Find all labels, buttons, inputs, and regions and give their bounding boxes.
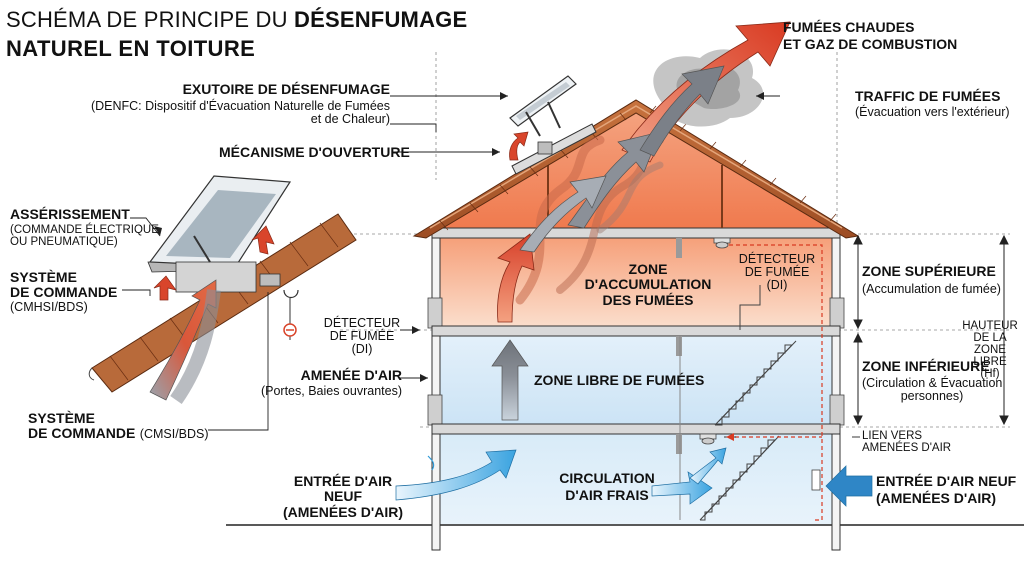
inset-roof-window	[88, 175, 357, 405]
label-entree-air-right: ENTRÉE D'AIR NEUF (AMENÉES D'AIR)	[876, 474, 1016, 505]
traffic-desc: (Évacuation vers l'extérieur)	[855, 104, 1010, 119]
floor-1	[431, 325, 841, 337]
systeme1-desc: (CMHSI/BDS)	[10, 300, 88, 315]
zone-sup-title: ZONE SUPÉRIEURE	[862, 263, 996, 279]
systeme1-title-1: SYSTÈME	[10, 269, 77, 285]
smoke-detector-lower	[699, 433, 717, 445]
label-detecteur-left: DÉTECTEUR DE FUMÉE (DI)	[320, 316, 404, 357]
label-amenee-air: AMENÉE D'AIR (Portes, Baies ouvrantes)	[261, 368, 402, 398]
zone-inf-desc-2: personnes)	[900, 388, 964, 403]
attic-smoke-arrow	[519, 175, 607, 253]
small-air-flow-mark	[427, 455, 435, 471]
label-zone-superieure: ZONE SUPÉRIEURE (Accumulation de fumée)	[862, 264, 1001, 296]
label-hauteur-zone-libre: HAUTEUR DE LA ZONE LIBRE (Hf)	[958, 320, 1022, 380]
lien-1: LIEN VERS	[862, 430, 923, 442]
detecteur-right-2: DE FUMÉE (DI)	[744, 265, 810, 293]
zone-accum-2: DES FUMÉES	[602, 292, 694, 309]
entree-right-1: ENTRÉE D'AIR NEUF	[876, 473, 1017, 489]
floor-2	[431, 423, 841, 435]
attic-floor	[431, 227, 841, 239]
label-zone-accumulation: ZONE D'ACCUMULATION DES FUMÉES	[568, 262, 728, 308]
zone-inf-desc-1: (Circulation & Évacuation	[862, 375, 1003, 390]
roof	[412, 99, 860, 239]
hauteur-3: LIBRE	[973, 356, 1007, 369]
zone-accum-1: ZONE D'ACCUMULATION	[584, 261, 712, 292]
left-wall	[431, 231, 441, 551]
label-traffic: TRAFFIC DE FUMÉES (Évacuation vers l'ext…	[855, 89, 1010, 119]
zone-inf-title: ZONE INFÉRIEURE	[862, 358, 990, 374]
leader-arrowheads	[154, 92, 764, 441]
amenee-desc: (Portes, Baies ouvrantes)	[260, 383, 402, 398]
circulation-2: D'AIR FRAIS	[565, 486, 649, 503]
detecteur-right-1: DÉTECTEUR	[738, 252, 816, 266]
systeme2-desc: (CMSI/BDS)	[139, 426, 209, 441]
label-asservissement: ASSÉRISSEMENT (COMMANDE ÉLECTRIQUE OU PN…	[10, 207, 159, 248]
fresh-air-rising-arrow	[491, 339, 529, 421]
circulation-1: CIRCULATION	[559, 470, 655, 486]
diagram-title-line1: SCHÉMA DE PRINCIPE DU DÉSENFUMAGE	[6, 8, 467, 31]
label-circulation: CIRCULATION D'AIR FRAIS	[558, 471, 656, 502]
smoke-detector-upper	[713, 237, 731, 249]
label-zone-inferieure: ZONE INFÉRIEURE (Circulation & Évacuatio…	[862, 359, 1002, 403]
hauteur-2: DE LA ZONE	[973, 332, 1007, 357]
label-systeme-commande-1: SYSTÈME DE COMMANDE (CMHSI/BDS)	[10, 270, 117, 315]
leader-lines	[122, 95, 860, 438]
opening-mechanism-arrow	[509, 131, 529, 161]
systeme1-title-2: DE COMMANDE	[10, 283, 118, 300]
asservissement-desc-1: (COMMANDE ÉLECTRIQUE	[10, 223, 159, 236]
label-exutoire: EXUTOIRE DE DÉSENFUMAGE (DENFC: Disposit…	[91, 82, 390, 126]
systeme2-title-2: DE COMMANDE	[28, 424, 136, 441]
fumees-chaudes-2: ET GAZ DE COMBUSTION	[783, 35, 958, 52]
air-inlet-arrow-left	[395, 449, 517, 501]
label-mecanisme: MÉCANISME D'OUVERTURE	[219, 144, 410, 160]
zone-sup-desc: (Accumulation de fumée)	[862, 281, 1001, 296]
label-fumees-chaudes: FUMÉES CHAUDES ET GAZ DE COMBUSTION	[783, 20, 957, 51]
exutoire-hatch	[509, 75, 597, 175]
label-entree-air-left: ENTRÉE D'AIR NEUF (AMENÉES D'AIR)	[276, 474, 410, 520]
entree-left-2: (AMENÉES D'AIR)	[283, 504, 403, 521]
entree-right-2: (AMENÉES D'AIR)	[876, 489, 996, 506]
staircase	[699, 285, 797, 521]
label-zone-libre: ZONE LIBRE DE FUMÉES	[534, 372, 705, 388]
title-bold: DÉSENFUMAGE	[294, 7, 468, 32]
fumees-chaudes-1: FUMÉES CHAUDES	[783, 19, 915, 35]
systeme2-title-1: SYSTÈME	[28, 410, 95, 426]
exutoire-desc-1: (DENFC: Dispositif d'Évacuation Naturell…	[90, 98, 390, 113]
label-detecteur-right: DÉTECTEUR DE FUMÉE (DI)	[733, 252, 821, 293]
dimension-markers	[853, 234, 1009, 426]
diagram-title-line2: NATUREL EN TOITURE	[6, 36, 256, 61]
title-prefix: SCHÉMA DE PRINCIPE DU	[6, 7, 288, 32]
hauteur-1: HAUTEUR	[962, 320, 1018, 332]
label-lien-amenees: LIEN VERS AMENÉES D'AIR	[862, 430, 951, 454]
exutoire-desc-2: et de Chaleur)	[310, 111, 390, 126]
label-systeme-commande-2: SYSTÈME DE COMMANDE (CMSI/BDS)	[28, 411, 209, 442]
lien-2: AMENÉES D'AIR	[862, 442, 952, 455]
hauteur-4: (Hf)	[980, 368, 1000, 381]
entree-left-1: ENTRÉE D'AIR NEUF	[293, 473, 393, 504]
right-wall	[831, 231, 841, 551]
air-inlet-arrow-right	[825, 465, 873, 507]
link-to-air-inlets	[722, 244, 823, 521]
detecteur-left-2: DE FUMÉE (DI)	[329, 329, 395, 357]
asservissement-title: ASSÉRISSEMENT	[10, 206, 130, 222]
fresh-air-arrow-stair	[689, 447, 727, 485]
detecteur-left-1: DÉTECTEUR	[323, 316, 401, 330]
amenee-title: AMENÉE D'AIR	[300, 367, 402, 383]
exutoire-title: EXUTOIRE DE DÉSENFUMAGE	[182, 81, 390, 97]
asservissement-desc-2: OU PNEUMATIQUE)	[10, 235, 118, 248]
traffic-title: TRAFFIC DE FUMÉES	[855, 88, 1001, 104]
